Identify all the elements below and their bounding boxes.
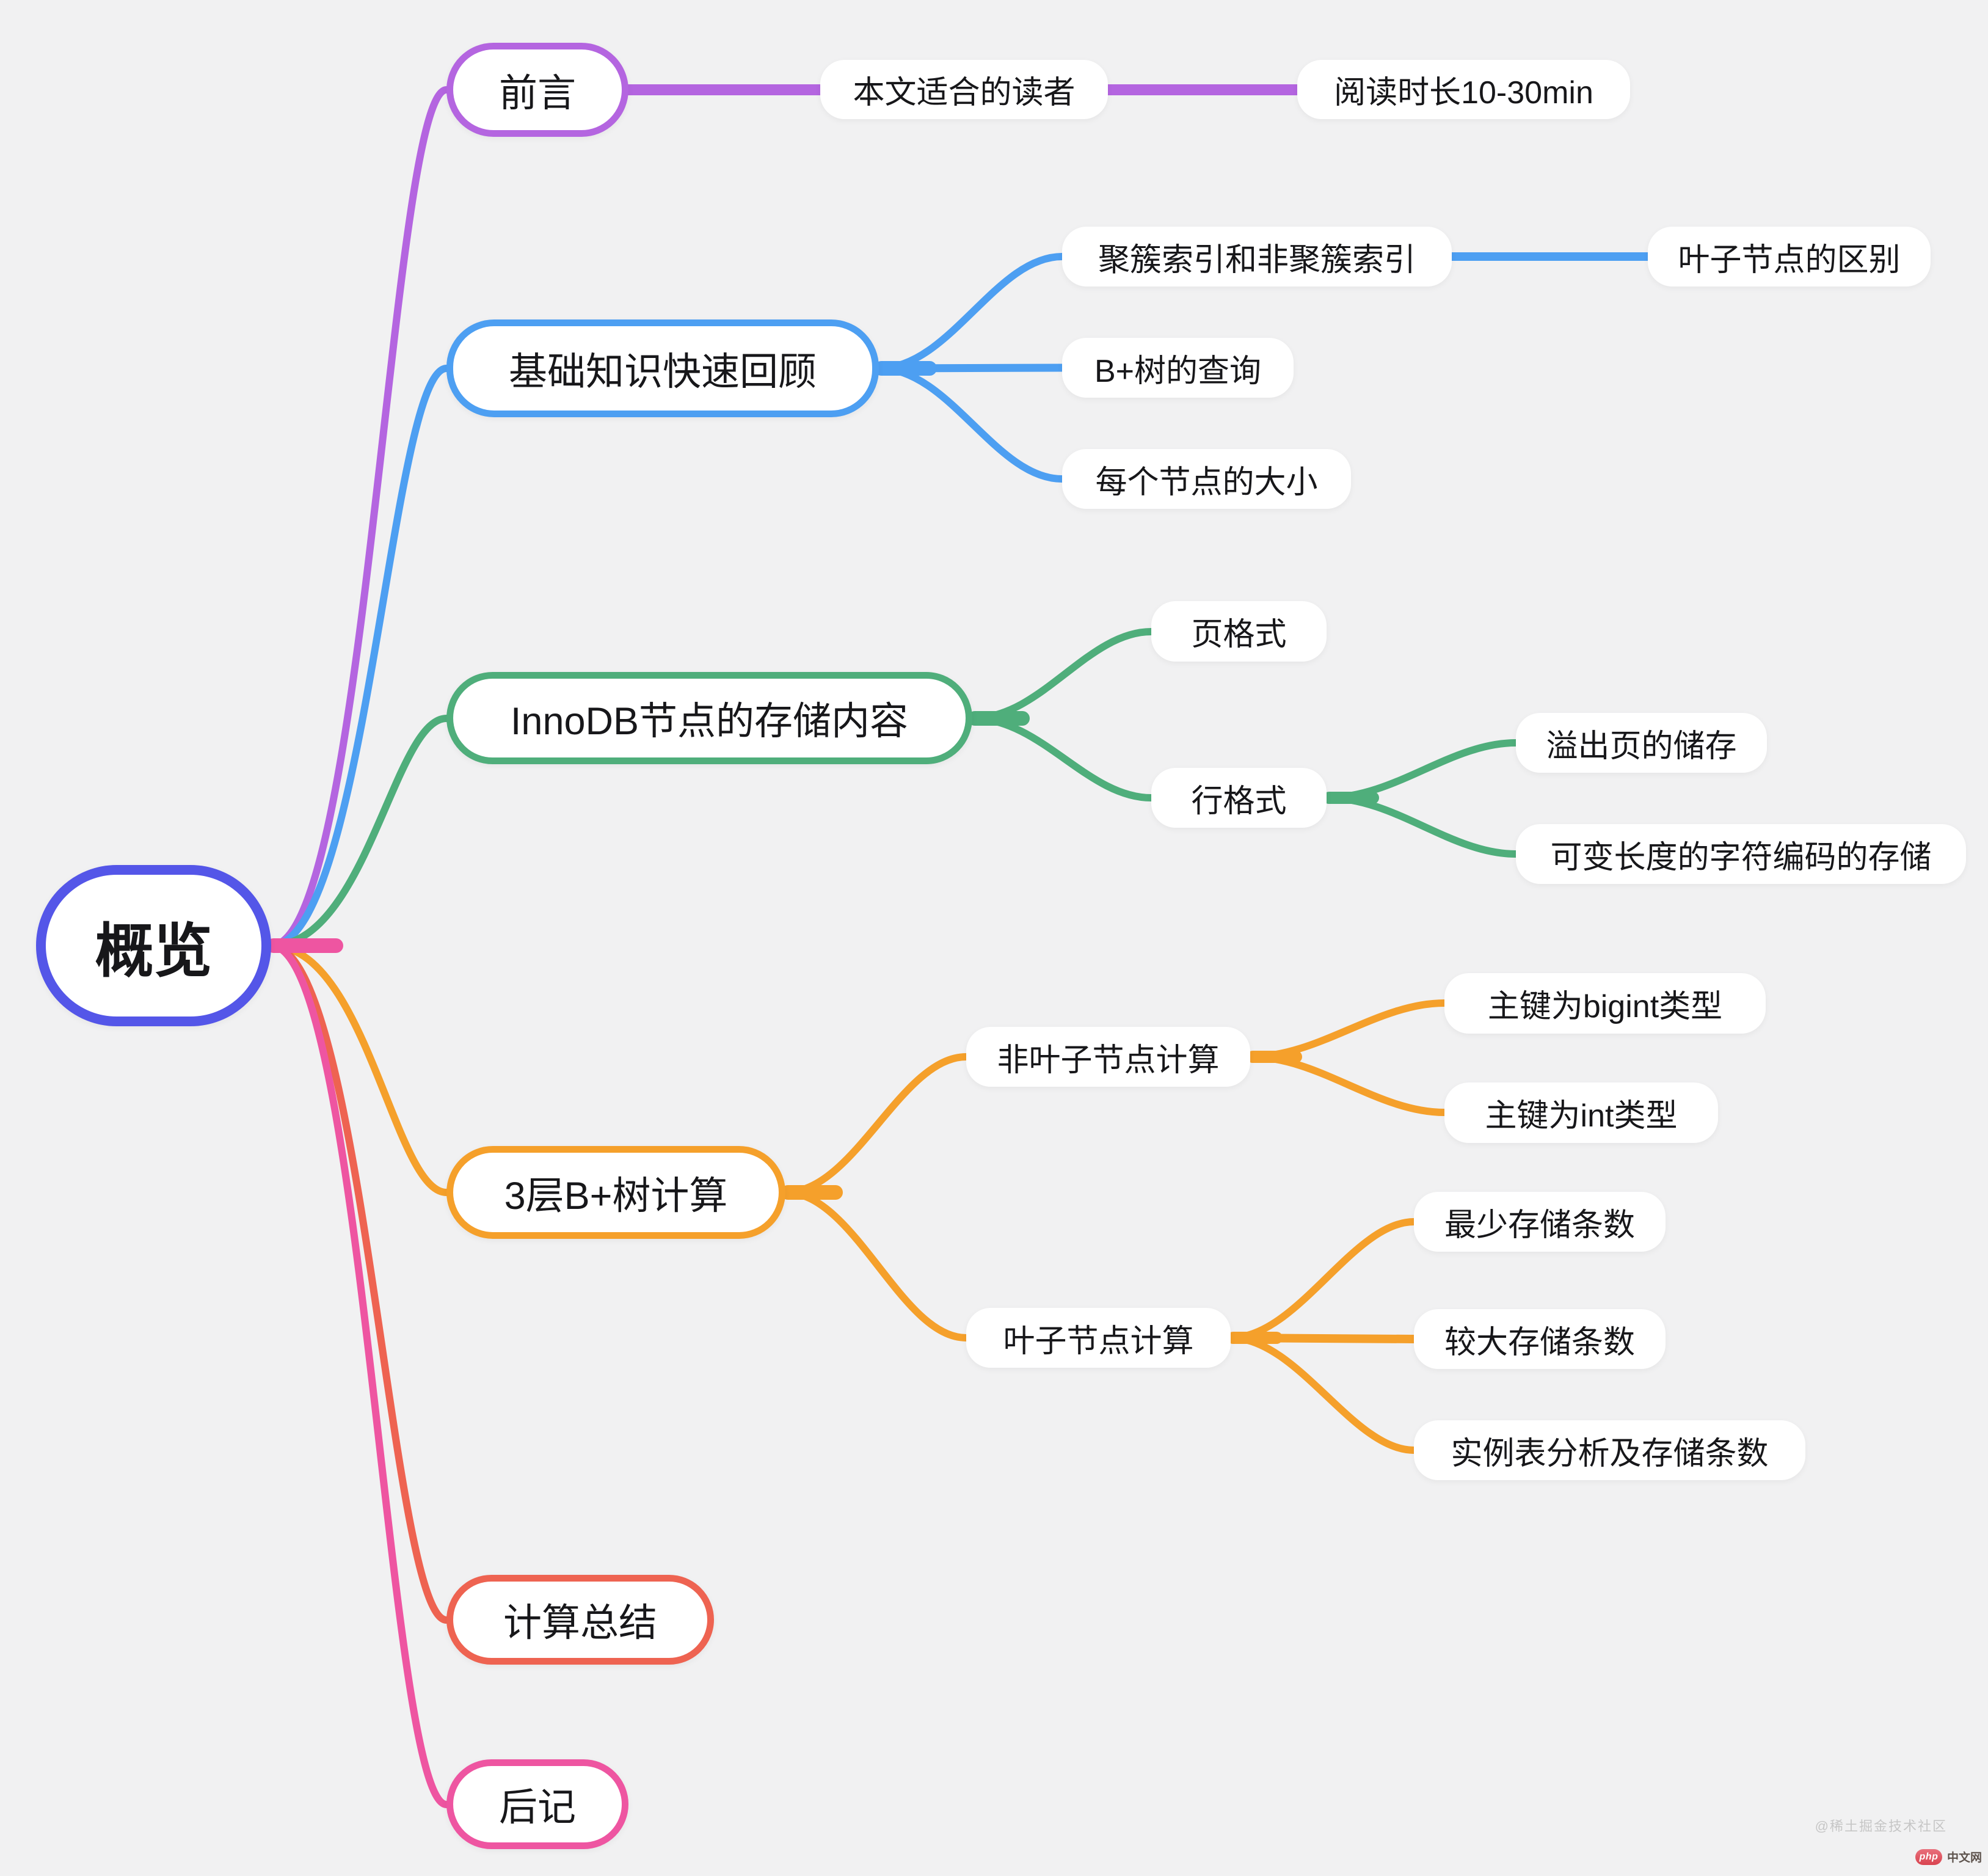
- node-btree-query[interactable]: B+树的查询: [1062, 338, 1294, 398]
- node-overflow-page[interactable]: 溢出页的储存: [1516, 713, 1767, 773]
- node-target-readers[interactable]: 本文适合的读者: [820, 60, 1108, 119]
- node-max-rows[interactable]: 较大存储条数: [1414, 1309, 1666, 1369]
- node-row-format[interactable]: 行格式: [1151, 768, 1327, 828]
- edge-root-preface: [268, 86, 450, 949]
- edge-root-basics: [268, 365, 450, 949]
- node-innodb-storage[interactable]: InnoDB节点的存储内容: [446, 672, 972, 764]
- edge-root-postscript: [268, 942, 450, 1808]
- edge-leafcalc-min: [1227, 1218, 1418, 1341]
- node-min-rows[interactable]: 最少存储条数: [1414, 1192, 1666, 1252]
- edge-nonleaf-bigint: [1247, 999, 1448, 1060]
- edge-rowfmt-overflow: [1323, 739, 1520, 801]
- node-overview[interactable]: 概览: [36, 865, 271, 1026]
- edge-nonleaf-int: [1247, 1053, 1448, 1116]
- node-clustered-index[interactable]: 聚簇索引和非聚簇索引: [1062, 227, 1452, 287]
- edge-innodb-rowfmt: [969, 715, 1155, 801]
- edge-root-btree3: [268, 942, 450, 1196]
- node-varchar-encoding[interactable]: 可变长度的字符编码的存储: [1516, 824, 1966, 884]
- edge-btree3-nonleaf: [782, 1053, 970, 1196]
- node-reading-time[interactable]: 阅读时长10-30min: [1297, 60, 1630, 119]
- edge-root-summary: [268, 942, 450, 1624]
- node-non-leaf-calc[interactable]: 非叶子节点计算: [966, 1027, 1250, 1087]
- edge-btree3-leafcalc: [782, 1189, 970, 1341]
- node-postscript[interactable]: 后记: [446, 1759, 628, 1849]
- edge-rowfmt-varchar: [1323, 794, 1520, 858]
- watermark-site-name: 中文网: [1946, 1852, 1982, 1864]
- node-int-pk[interactable]: 主键为int类型: [1444, 1082, 1718, 1143]
- edge-root-innodb: [268, 715, 450, 949]
- node-3-level-btree[interactable]: 3层B+树计算: [446, 1146, 785, 1239]
- watermark-credit: @稀土掘金技术社区: [1815, 1819, 1947, 1834]
- node-calc-summary[interactable]: 计算总结: [446, 1575, 714, 1665]
- node-leaf-calc[interactable]: 叶子节点计算: [966, 1308, 1231, 1368]
- node-preface[interactable]: 前言: [446, 43, 628, 137]
- node-example-table[interactable]: 实例表分析及存储条数: [1414, 1420, 1805, 1480]
- node-bigint-pk[interactable]: 主键为bigint类型: [1444, 973, 1766, 1034]
- php-logo-icon: php: [1915, 1849, 1942, 1865]
- node-page-format[interactable]: 页格式: [1151, 601, 1327, 662]
- node-leaf-node-difference[interactable]: 叶子节点的区别: [1648, 227, 1931, 287]
- edge-basics-cluster: [875, 253, 1066, 372]
- edge-leafcalc-example: [1227, 1334, 1418, 1454]
- node-basics-review[interactable]: 基础知识快速回顾: [446, 319, 879, 417]
- edge-innodb-pagefmt: [969, 628, 1155, 722]
- node-node-size[interactable]: 每个节点的大小: [1062, 449, 1351, 509]
- watermark-logo: php 中文网: [1915, 1849, 1982, 1865]
- edge-basics-nodesize: [875, 365, 1066, 483]
